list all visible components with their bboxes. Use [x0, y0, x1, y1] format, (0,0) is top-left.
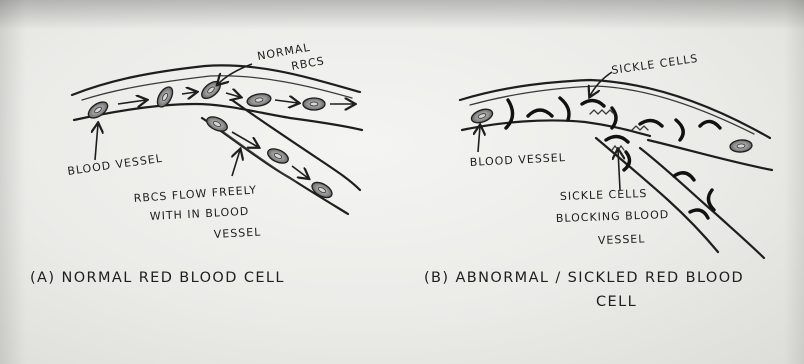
- normal-rbc: [470, 107, 495, 126]
- blood-vessel-label: BLOOD VESSEL: [67, 152, 164, 178]
- normal-rbcs-label: RBCS: [290, 54, 325, 73]
- panel-b-sickled: SICKLE CELLS BLOOD VESSEL SICKLE CELLS B…: [424, 52, 772, 310]
- normal-rbc: [265, 146, 290, 166]
- sickle-cell: [582, 100, 604, 106]
- normal-rbc: [303, 98, 325, 110]
- blockage-squiggles: [590, 110, 648, 150]
- sickle-cell: [690, 210, 708, 218]
- blocking-label: VESSEL: [598, 232, 646, 247]
- sickle-cell: [676, 120, 683, 140]
- sickle-cell: [624, 152, 630, 170]
- sickle-cell: [606, 136, 628, 142]
- normal-rbc: [246, 92, 272, 108]
- blocking-label: BLOCKING BLOOD: [556, 208, 670, 225]
- sickle-cells-label: SICKLE CELLS: [611, 52, 700, 77]
- panel-b-caption: CELL: [596, 294, 637, 310]
- blood-vessel-label: BLOOD VESSEL: [469, 151, 566, 169]
- sickle-cell: [528, 110, 552, 116]
- panel-a-caption: (A) NORMAL RED BLOOD CELL: [30, 270, 285, 286]
- flow-label: VESSEL: [213, 226, 261, 241]
- panel-b-caption: (B) ABNORMAL / SICKLED RED BLOOD: [424, 270, 744, 286]
- normal-rbc: [204, 114, 229, 134]
- sickle-cell: [612, 108, 616, 128]
- sickle-cell: [700, 121, 720, 128]
- flow-label: RBCS FLOW FREELY: [133, 183, 257, 205]
- normal-rbc: [730, 139, 753, 153]
- panel-a-normal: NORMAL RBCS BLOOD VESSEL RBCS FLOW FREEL…: [30, 41, 362, 286]
- blood-vessel-b: [460, 80, 772, 258]
- sickle-cell: [640, 120, 662, 126]
- blocking-label: SICKLE CELLS: [560, 187, 648, 203]
- sickle-cell: [560, 98, 569, 120]
- flow-label: WITH IN BLOOD: [149, 205, 249, 223]
